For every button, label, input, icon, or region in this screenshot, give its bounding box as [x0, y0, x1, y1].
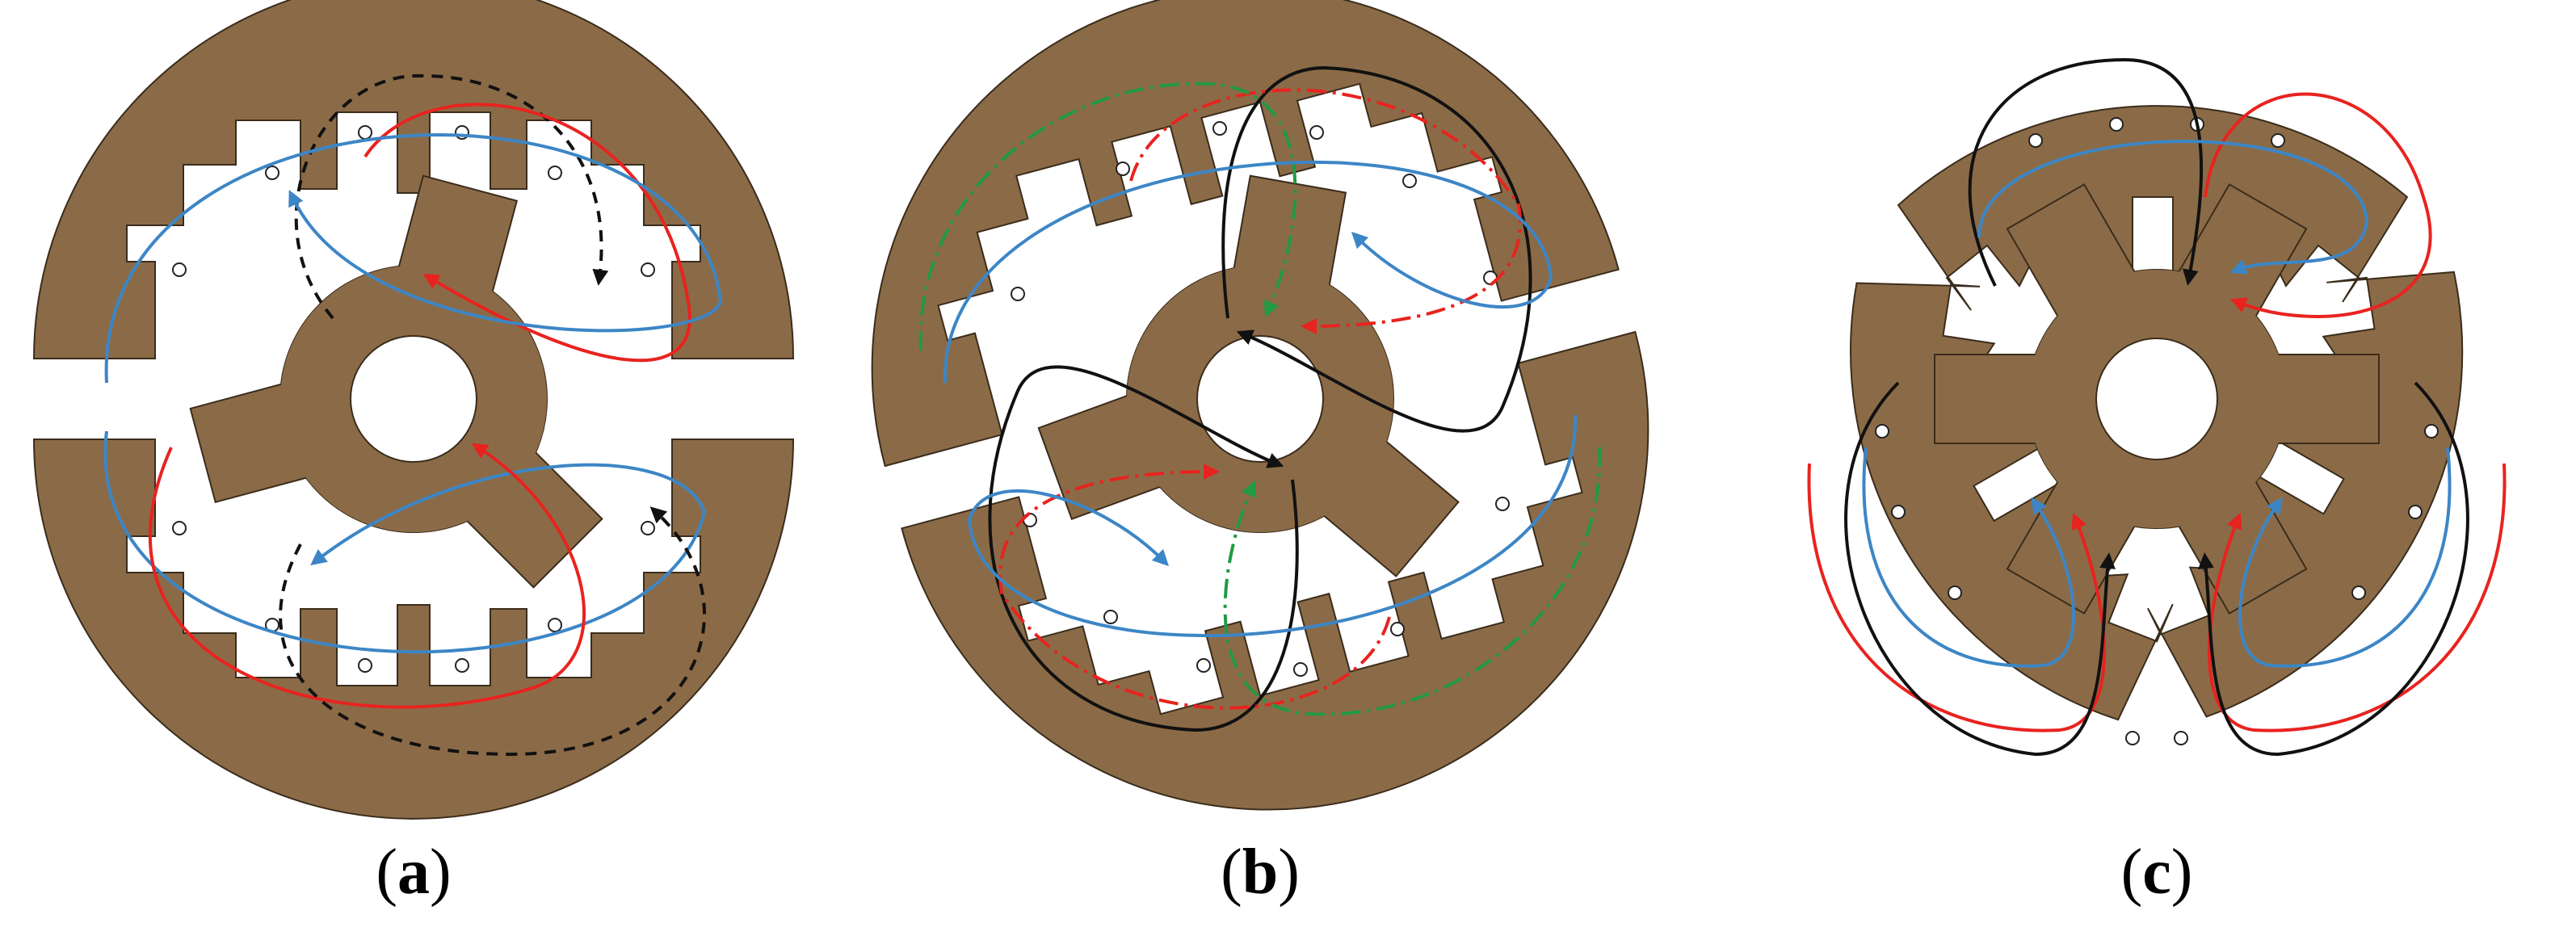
rotor — [189, 174, 603, 589]
stator-segment-lower — [901, 330, 1649, 811]
panel-b-diagram — [871, 0, 1649, 811]
flux-paths — [1807, 57, 2507, 757]
coil-markers — [1875, 117, 2439, 745]
stator-segment-upper — [32, 0, 795, 359]
panel-a-diagram — [32, 0, 795, 820]
caption-c: (c) — [2120, 837, 2193, 908]
flux-paths — [918, 65, 1602, 732]
rotor-bore — [1196, 335, 1324, 463]
stator-segment-upper — [871, 0, 1620, 468]
caption-b: (b) — [1221, 837, 1300, 908]
flux-paths — [103, 73, 723, 757]
rotor-bore — [350, 335, 477, 463]
panel-c-diagram — [1807, 57, 2507, 757]
stator-segment-lower — [32, 439, 795, 820]
rotor-bore — [2095, 338, 2218, 460]
caption-a: (a) — [376, 837, 452, 908]
